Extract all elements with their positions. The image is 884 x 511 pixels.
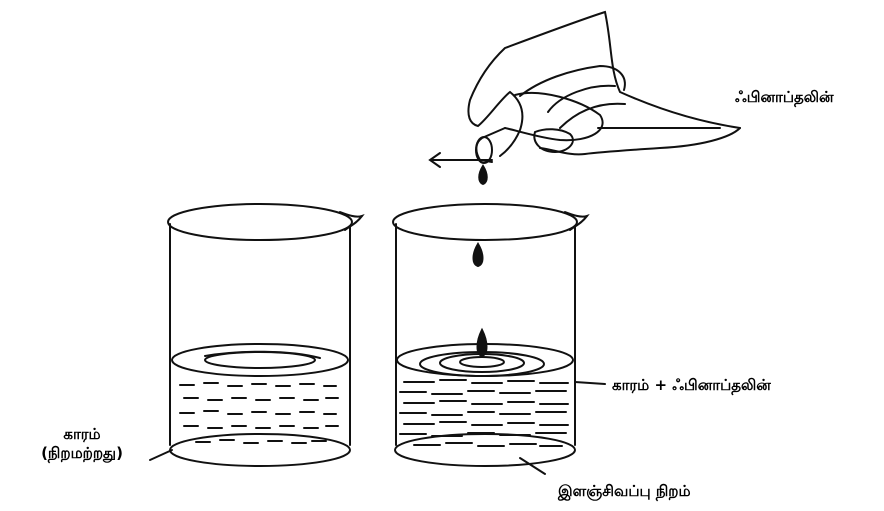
beaker-right-rim (393, 204, 577, 240)
label-colourless: (நிறமற்றது) (12, 444, 152, 463)
beaker-left-liquid-surface (172, 344, 348, 376)
beaker-left (150, 204, 362, 466)
beaker-right-base (395, 434, 575, 466)
beaker-left-base (170, 434, 350, 466)
beaker-left-pointer (150, 450, 172, 460)
hand-with-dropper (430, 12, 740, 184)
finger-1 (520, 66, 625, 96)
splash-drop (478, 330, 487, 356)
finger-2 (548, 86, 615, 112)
hand-outline (468, 12, 740, 156)
beaker-right-liquid-hatching (400, 380, 568, 446)
label-base-plus-phenolphthalein: காரம் + ஃபினாப்தலின் (612, 376, 771, 395)
falling-drop (479, 166, 487, 184)
drop-in-air (474, 244, 483, 266)
finger-3 (560, 104, 625, 128)
label-pink-colour: இளஞ்சிவப்பு நிறம் (558, 482, 691, 501)
label-base: காரம் (12, 425, 152, 444)
label-base-colourless: காரம் (நிறமற்றது) (12, 425, 152, 463)
beaker-right-pointer-result (520, 458, 545, 474)
beaker-left-rim (168, 204, 352, 240)
label-phenolphthalein: ஃபினாப்தலின் (735, 88, 834, 107)
beaker-right (393, 204, 605, 474)
beaker-right-pointer-mixture (575, 382, 605, 384)
